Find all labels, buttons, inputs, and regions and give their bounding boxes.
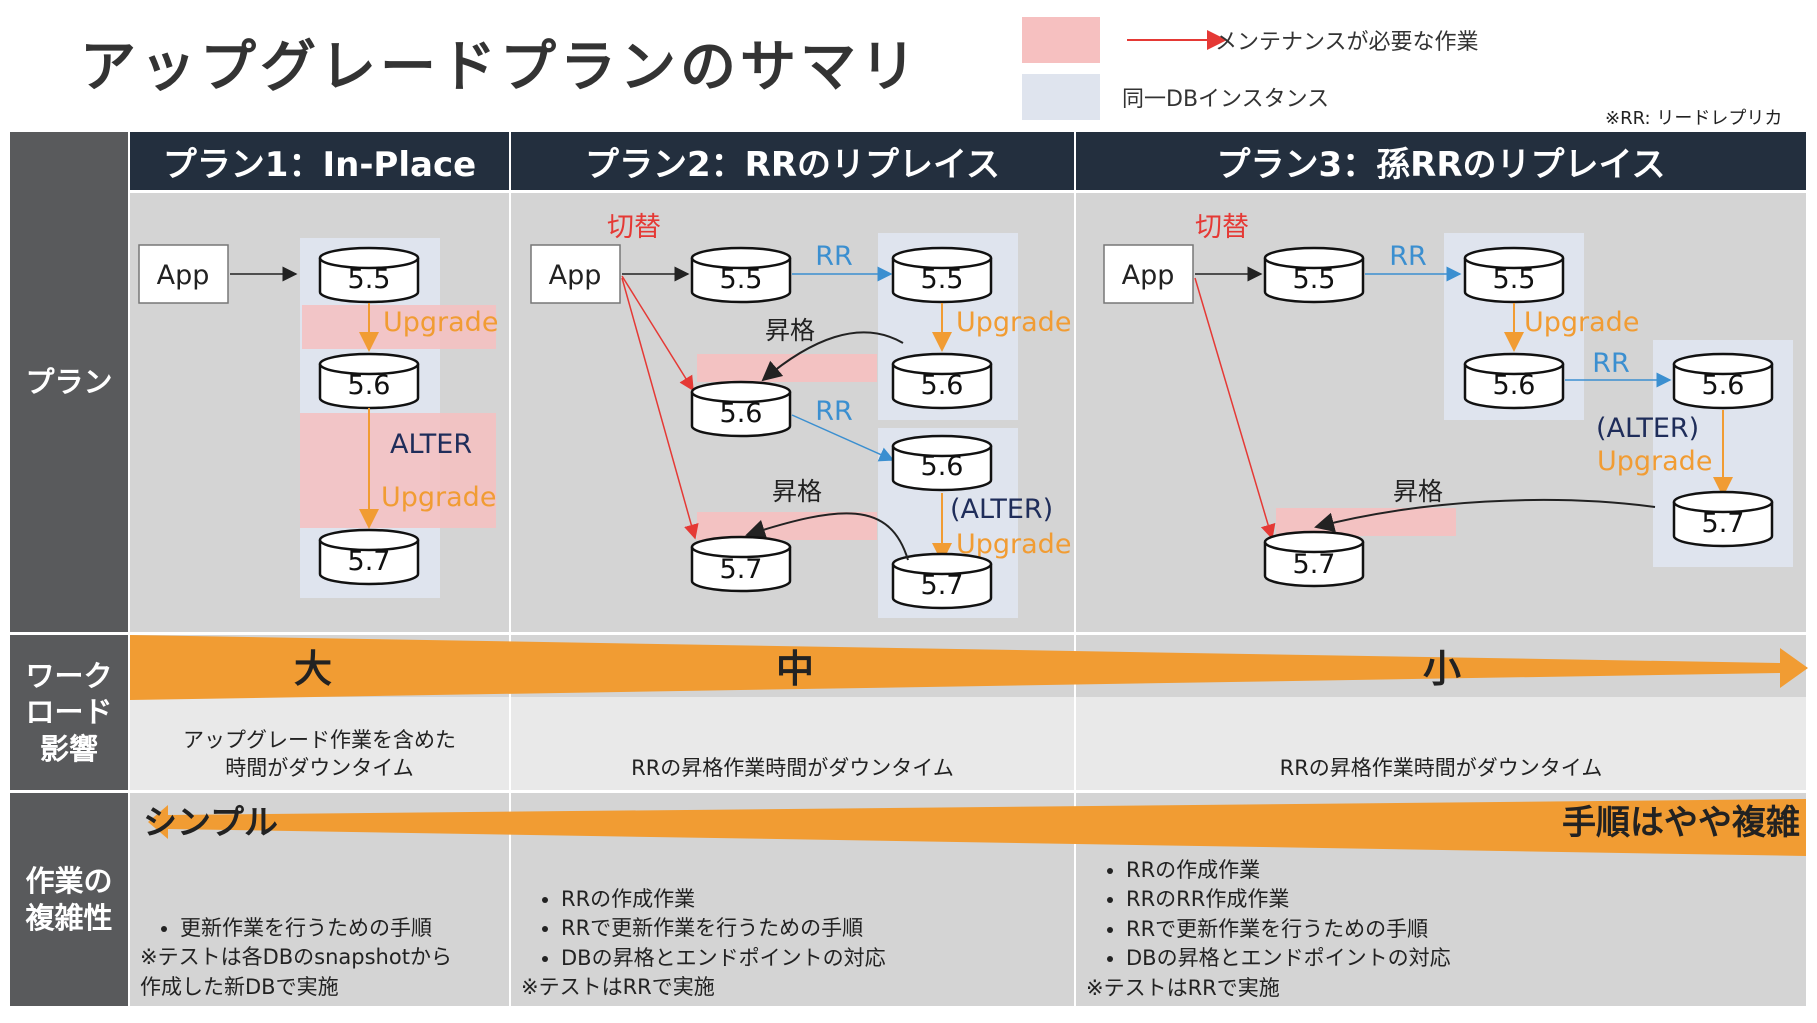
- legend-same-db-label: 同一DBインスタンス: [1122, 87, 1330, 112]
- legend-maintenance-label: メンテナンスが必要な作業: [1215, 30, 1479, 55]
- list-item: DBの昇格とエンドポイントの対応: [1126, 944, 1786, 973]
- list-item: 更新作業を行うための手順: [180, 914, 508, 943]
- impact-level-large: 大: [294, 647, 332, 691]
- plan2-maintenance-promote-1: [697, 354, 877, 382]
- plan3-db-55: 5.5: [1263, 246, 1365, 304]
- column-header-plan3: プラン3：孫RRのリプレイス: [1076, 132, 1806, 190]
- plan1-maintenance-alter: [300, 413, 496, 528]
- svg-text:5.6: 5.6: [348, 370, 391, 401]
- plan3-promote-label: 昇格: [1393, 477, 1443, 506]
- impact-level-medium: 中: [776, 647, 814, 691]
- plan1-alter-label: ALTER: [390, 429, 472, 460]
- plan2-promote-label-1: 昇格: [765, 316, 815, 345]
- list-note: ※テストはRRで実施: [521, 975, 715, 1000]
- complexity-simple-label: シンプル: [143, 803, 278, 843]
- impact-text-plan3: RRの昇格作業時間がダウンタイム: [1279, 756, 1603, 780]
- plan2-db-56-rr2: 5.6: [891, 434, 993, 492]
- plan1-db-57: 5.7: [318, 528, 420, 586]
- plan2-rr-label-2: RR: [815, 396, 853, 427]
- row-label-impact: ワーク ロード 影響: [10, 635, 128, 790]
- plan3-db-55-rr: 5.5: [1463, 246, 1565, 304]
- legend-same-db-swatch: [1022, 74, 1100, 120]
- plan3-db-56-rr: 5.6: [1463, 352, 1565, 410]
- plan3-alter-label: (ALTER): [1596, 413, 1699, 444]
- legend-maintenance-swatch: [1022, 17, 1100, 63]
- impact-level-small: 小: [1423, 647, 1461, 691]
- plan1-upgrade2-label: Upgrade: [381, 482, 496, 513]
- plan2-app-box: [530, 244, 621, 304]
- svg-text:5.7: 5.7: [720, 554, 763, 585]
- svg-text:5.5: 5.5: [921, 264, 964, 295]
- list-note: ※テストはRRで実施: [1086, 975, 1280, 1000]
- plan2-upgrade2-label: Upgrade: [956, 529, 1071, 560]
- svg-text:5.6: 5.6: [1493, 370, 1536, 401]
- list-note: ※テストは各DBのsnapshotから: [140, 945, 452, 970]
- row-label-complexity: 作業の 複雑性: [10, 793, 128, 1006]
- plan2-maintenance-promote-2: [697, 512, 877, 540]
- plan2-db-56-rr: 5.6: [891, 352, 993, 410]
- plan2-rr-label-1: RR: [815, 241, 853, 272]
- svg-text:5.6: 5.6: [921, 451, 964, 482]
- plan3-app-box: [1103, 244, 1194, 304]
- complexity-plan3: RRの作成作業 RRのRR作成作業 RRで更新作業を行うための手順 DBの昇格と…: [1086, 856, 1786, 1003]
- column-header-plan2: プラン2：RRのリプレイス: [511, 132, 1074, 190]
- svg-text:5.7: 5.7: [1702, 508, 1745, 539]
- legend-arrow-icon: [1127, 30, 1227, 50]
- list-item: RRのRR作成作業: [1126, 885, 1786, 914]
- svg-text:5.7: 5.7: [348, 546, 391, 577]
- list-note: 作成した新DBで実施: [140, 974, 339, 999]
- complexity-plan1: 更新作業を行うための手順 ※テストは各DBのsnapshotから 作成した新DB…: [140, 914, 508, 1002]
- plan2-switch-label: 切替: [607, 212, 661, 243]
- plan3-rr-label-1: RR: [1389, 241, 1427, 272]
- svg-text:5.6: 5.6: [720, 398, 763, 429]
- svg-text:5.5: 5.5: [348, 264, 391, 295]
- plan2-db-56: 5.6: [690, 380, 792, 438]
- plan3-db-56-rr2: 5.6: [1672, 352, 1774, 410]
- plan2-db-55: 5.5: [690, 246, 792, 304]
- list-item: DBの昇格とエンドポイントの対応: [561, 944, 1071, 973]
- plan2-upgrade-label: Upgrade: [956, 307, 1071, 338]
- plan3-db-57-rr2: 5.7: [1672, 490, 1774, 548]
- svg-text:5.5: 5.5: [1493, 264, 1536, 295]
- svg-text:5.6: 5.6: [921, 370, 964, 401]
- impact-arrow: [130, 635, 1808, 700]
- svg-text:5.5: 5.5: [720, 264, 763, 295]
- list-item: RRの作成作業: [1126, 856, 1786, 885]
- plan3-app-label: App: [1122, 260, 1175, 291]
- plan3-switch-label: 切替: [1195, 212, 1249, 243]
- plan3-upgrade-label: Upgrade: [1524, 307, 1639, 338]
- plan1-app-box: [138, 244, 229, 304]
- svg-text:5.7: 5.7: [921, 570, 964, 601]
- plan1-upgrade-label: Upgrade: [383, 307, 498, 338]
- svg-text:5.5: 5.5: [1293, 264, 1336, 295]
- plan2-db-55-rr: 5.5: [891, 246, 993, 304]
- plan1-maintenance-upgrade: [302, 305, 496, 349]
- list-item: RRで更新作業を行うための手順: [1126, 915, 1786, 944]
- complexity-arrow: [148, 799, 1806, 856]
- complexity-plan2: RRの作成作業 RRで更新作業を行うための手順 DBの昇格とエンドポイントの対応…: [521, 885, 1071, 1003]
- plan2-db-57: 5.7: [690, 535, 792, 593]
- plan2-db-57-rr: 5.7: [891, 552, 993, 610]
- list-item: RRで更新作業を行うための手順: [561, 914, 1071, 943]
- plan1-db-55: 5.5: [318, 246, 420, 304]
- plan2-alter-label: (ALTER): [950, 494, 1053, 525]
- column-header-plan1: プラン1：In-Place: [130, 132, 509, 190]
- plan3-rr-label-2: RR: [1592, 348, 1630, 379]
- list-item: RRの作成作業: [561, 885, 1071, 914]
- complexity-complex-label: 手順はやや複雑: [1562, 803, 1800, 843]
- plan2-app-label: App: [549, 260, 602, 291]
- plan3-db-57: 5.7: [1263, 530, 1365, 588]
- plan1-app-label: App: [157, 260, 210, 291]
- page-title: アップグレードプランのサマリ: [80, 35, 920, 100]
- plan1-db-56: 5.6: [318, 352, 420, 410]
- row-label-plan: プラン: [10, 132, 128, 632]
- plan2-promote-label-2: 昇格: [772, 477, 822, 506]
- plan3-upgrade2-label: Upgrade: [1597, 446, 1712, 477]
- svg-text:5.6: 5.6: [1702, 370, 1745, 401]
- impact-text-plan1: アップグレード作業を含めた 時間がダウンタイム: [183, 728, 456, 781]
- footnote: ※RR: リードレプリカ: [1605, 108, 1783, 129]
- impact-text-plan2: RRの昇格作業時間がダウンタイム: [631, 756, 954, 780]
- svg-text:5.7: 5.7: [1293, 549, 1336, 580]
